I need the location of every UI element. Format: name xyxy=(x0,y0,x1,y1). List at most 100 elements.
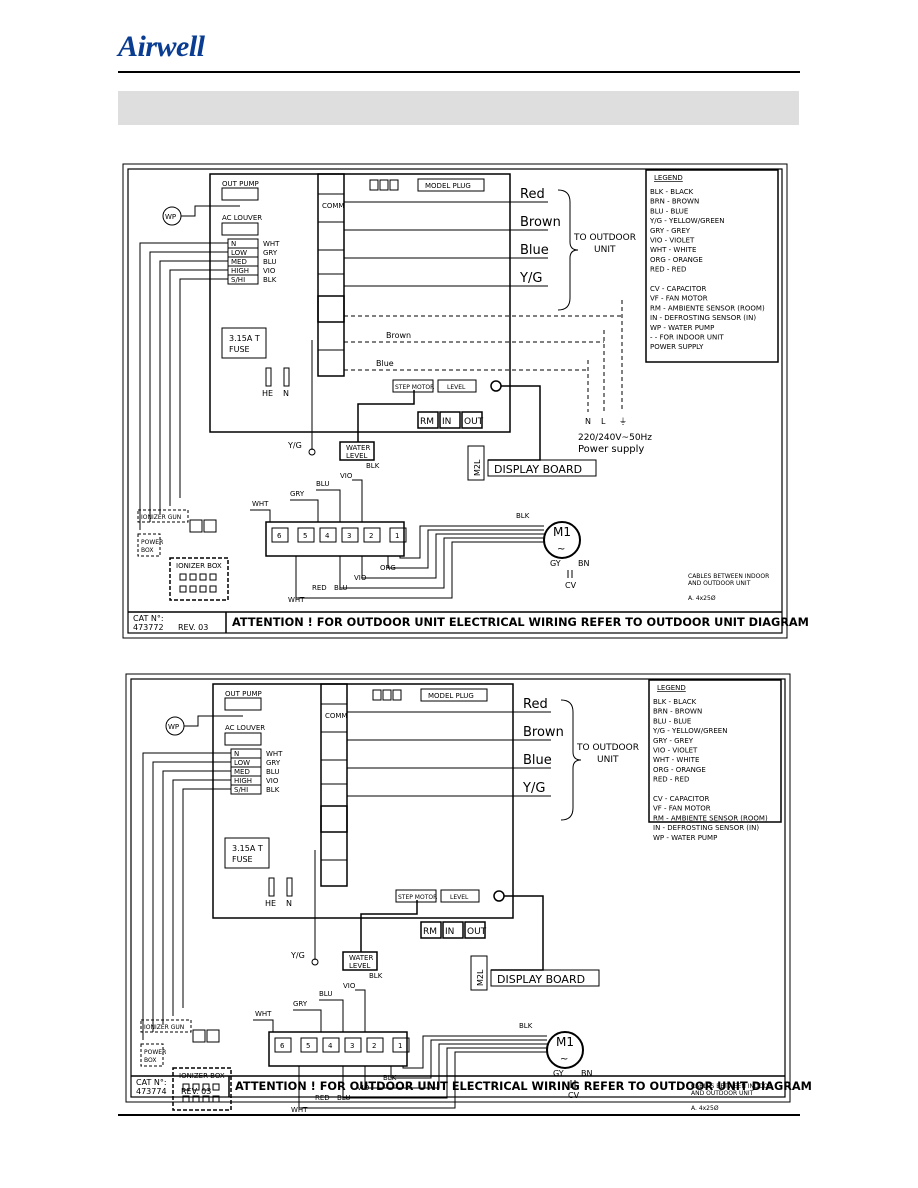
ionizer-plug xyxy=(203,519,217,533)
legend-entry: IN - DEFROSTING SENSOR (IN) xyxy=(650,314,756,322)
wire xyxy=(159,260,228,514)
fuse-box xyxy=(221,327,267,359)
wire-code: S/HI xyxy=(231,276,245,284)
sensor-box-in xyxy=(442,921,464,939)
wire xyxy=(390,1039,547,1079)
legend-entry: WHT - WHITE xyxy=(650,246,696,254)
ac-louver-connector xyxy=(224,732,262,746)
capacitor-label: CV xyxy=(568,1091,580,1100)
wire-color: BLK xyxy=(263,276,277,284)
water-level-label: WATER xyxy=(346,444,370,452)
wire-color: WHT xyxy=(266,750,283,758)
legend-entry: WHT - WHITE xyxy=(653,756,699,764)
wire xyxy=(387,529,544,569)
legend-entry: BLU - BLUE xyxy=(650,207,688,215)
m2l-label: M2L xyxy=(473,459,482,476)
ionizer-gun-box xyxy=(137,509,189,523)
ionizer-gun-label: IONIZER GUN xyxy=(144,1024,184,1031)
fan-motor xyxy=(543,521,581,559)
ac-louver-connector xyxy=(221,222,259,236)
outer-frame xyxy=(122,163,788,639)
wp-label: WP xyxy=(165,213,176,221)
legend-entry: BLK - BLACK xyxy=(650,188,694,196)
n-connector xyxy=(286,877,293,897)
wire-bottom-label: VIO xyxy=(357,1084,370,1092)
wire xyxy=(149,251,228,522)
sensor-label-in: IN xyxy=(445,927,454,937)
legend-entry: VF - FAN MOTOR xyxy=(650,295,708,303)
relay-cell xyxy=(366,1037,384,1053)
relay-label: 2 xyxy=(372,1042,376,1050)
legend-title: LEGEND xyxy=(654,174,683,182)
ionizer-gun-box xyxy=(140,1019,192,1033)
out-pump-label: OUT PUMP xyxy=(222,180,259,188)
relay-cell xyxy=(322,1037,340,1053)
supply-label: Power supply xyxy=(578,444,644,455)
blk-motor-label: BLK xyxy=(516,512,530,520)
relay-label: 6 xyxy=(280,1042,285,1050)
he-connector xyxy=(265,367,272,387)
relay-block xyxy=(265,521,405,557)
fuse-label: 3.15A T xyxy=(232,844,263,853)
wire-top-label: VIO xyxy=(343,982,356,990)
wire-top-label: VIO xyxy=(340,472,353,480)
motor-symbol: ~ xyxy=(560,1054,568,1065)
power-box xyxy=(140,1043,164,1067)
wire-color: BLU xyxy=(266,768,279,776)
wire-bottom-label: BLU xyxy=(334,584,347,592)
wire-top-label: WHT xyxy=(252,500,269,508)
wire xyxy=(295,541,544,599)
terminal-column-lower xyxy=(320,805,348,887)
wire xyxy=(316,489,341,522)
legend-entry: - - FOR INDOOR UNIT xyxy=(650,334,724,342)
yg-label: Y/G xyxy=(290,951,305,960)
rev-label: REV. 03 xyxy=(178,623,208,632)
wire-code: MED xyxy=(234,768,250,776)
relay-label: 5 xyxy=(306,1042,310,1050)
legend-box xyxy=(645,169,779,363)
ground-symbol xyxy=(311,958,319,966)
brace xyxy=(560,699,582,821)
cat-number: 473774 xyxy=(136,1087,167,1096)
to-outdoor-label: UNIT xyxy=(594,245,616,255)
pcb-board xyxy=(209,173,511,433)
wire-code: LOW xyxy=(231,249,247,257)
wire-bottom-label: WHT xyxy=(288,596,305,604)
to-outdoor-label: UNIT xyxy=(597,755,619,765)
attention-text: ATTENTION ! FOR OUTDOOR UNIT ELECTRICAL … xyxy=(235,1080,812,1093)
terminal-column-lower xyxy=(317,295,345,377)
sensor-box-rm xyxy=(420,921,442,939)
power-box-label: BOX xyxy=(144,1057,156,1064)
blk-label: BLK xyxy=(369,972,383,980)
terminal-column xyxy=(320,683,348,833)
wire xyxy=(360,900,418,952)
display-board-label: DISPLAY BOARD xyxy=(494,463,582,476)
relay-cell xyxy=(271,527,289,543)
outdoor-wire-label: Y/G xyxy=(522,781,545,796)
power-box-label: BOX xyxy=(141,547,153,554)
wire xyxy=(142,752,231,1040)
legend-entry: ORG - ORANGE xyxy=(653,766,706,774)
model-plug-pin xyxy=(382,689,392,701)
to-outdoor-label: TO OUTDOOR xyxy=(576,743,639,753)
legend-entry: WP - WATER PUMP xyxy=(650,324,714,332)
yg-label: Y/G xyxy=(287,441,302,450)
brace xyxy=(557,189,579,311)
water-level-label: WATER xyxy=(349,954,373,962)
wire xyxy=(184,715,243,727)
ionizer-cell xyxy=(202,1083,210,1091)
cables-note: AND OUTDOOR UNIT xyxy=(688,580,751,587)
supply-terminal: ⏚ xyxy=(619,417,627,426)
legend-entry: RM - AMBIENTE SENSOR (ROOM) xyxy=(653,814,768,822)
legend-entry: GRY - GREY xyxy=(653,737,694,745)
wire-bottom-label: WHT xyxy=(291,1106,308,1112)
wire xyxy=(139,242,228,530)
wire-top-label: GRY xyxy=(293,1000,308,1008)
out-pump-connector xyxy=(224,697,262,711)
wire-color: WHT xyxy=(263,240,280,248)
wire-bottom-label: ORG xyxy=(380,564,396,572)
wire-code: S/HI xyxy=(234,786,248,794)
ionizer-box xyxy=(169,557,229,601)
fuse-box xyxy=(224,837,270,869)
n-connector xyxy=(283,367,290,387)
